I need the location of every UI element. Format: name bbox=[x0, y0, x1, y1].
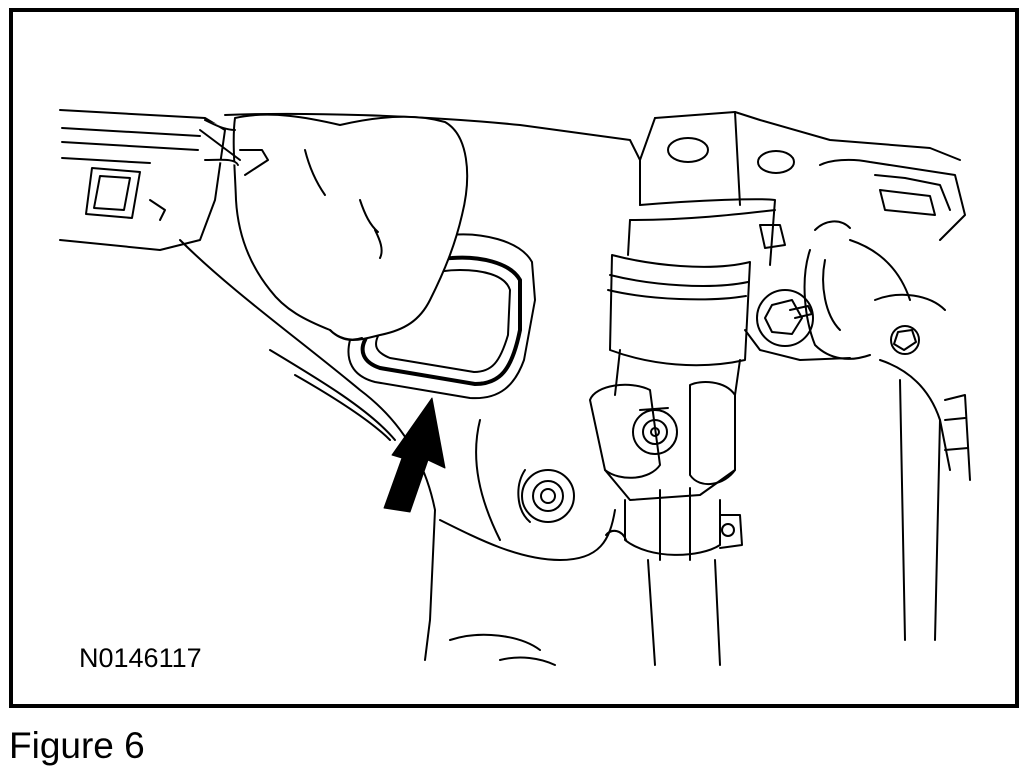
gloved-hand bbox=[199, 113, 469, 341]
right-bracket bbox=[744, 158, 971, 641]
shaft-sleeve bbox=[607, 254, 751, 396]
line-illustration bbox=[59, 109, 971, 666]
steering-column bbox=[627, 111, 961, 266]
dash-panel bbox=[179, 112, 641, 666]
upper-left-bracket bbox=[59, 109, 226, 251]
right-mounting-nut bbox=[756, 289, 920, 355]
left-mounting-nut bbox=[517, 469, 575, 523]
figure-frame: N0146117 bbox=[9, 8, 1019, 708]
figure-caption: Figure 6 bbox=[9, 725, 145, 766]
figure-id-label: N0146117 bbox=[79, 643, 202, 673]
intermediate-shaft bbox=[647, 559, 721, 666]
universal-joint bbox=[589, 381, 743, 561]
arrow-pointing-at-seal bbox=[383, 397, 446, 513]
